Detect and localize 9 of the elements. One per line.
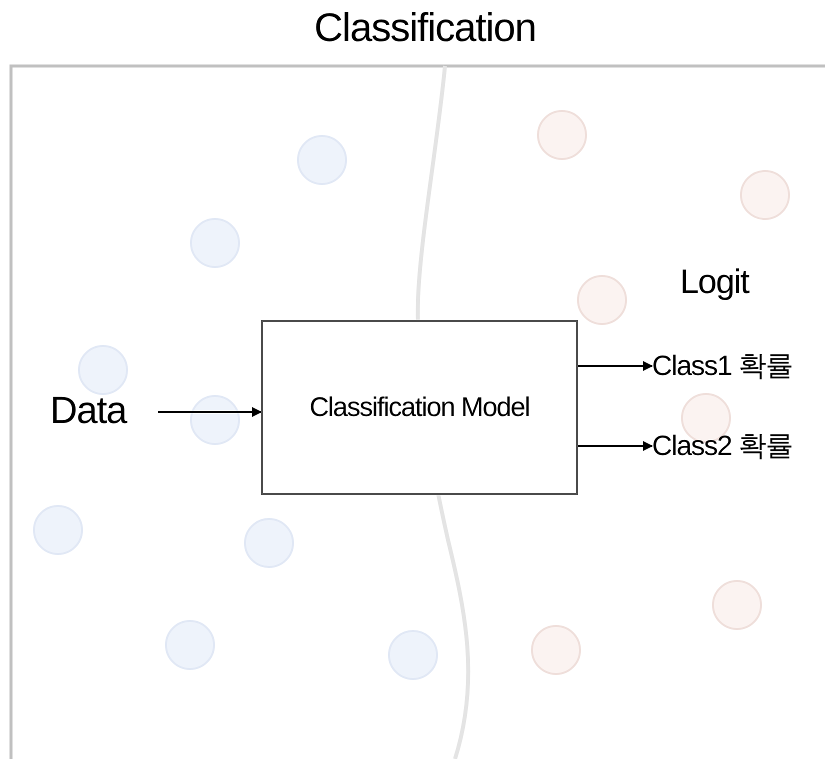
arrow: [578, 361, 653, 371]
output-label: Class2 확률: [652, 428, 822, 464]
title: Classification: [313, 6, 537, 51]
output-label: Class1 확률: [652, 348, 822, 384]
model-box: Classification Model: [261, 320, 578, 495]
input-label: Data: [50, 388, 150, 434]
arrow: [158, 407, 262, 417]
arrow: [578, 441, 653, 451]
label: Logit: [680, 263, 749, 302]
